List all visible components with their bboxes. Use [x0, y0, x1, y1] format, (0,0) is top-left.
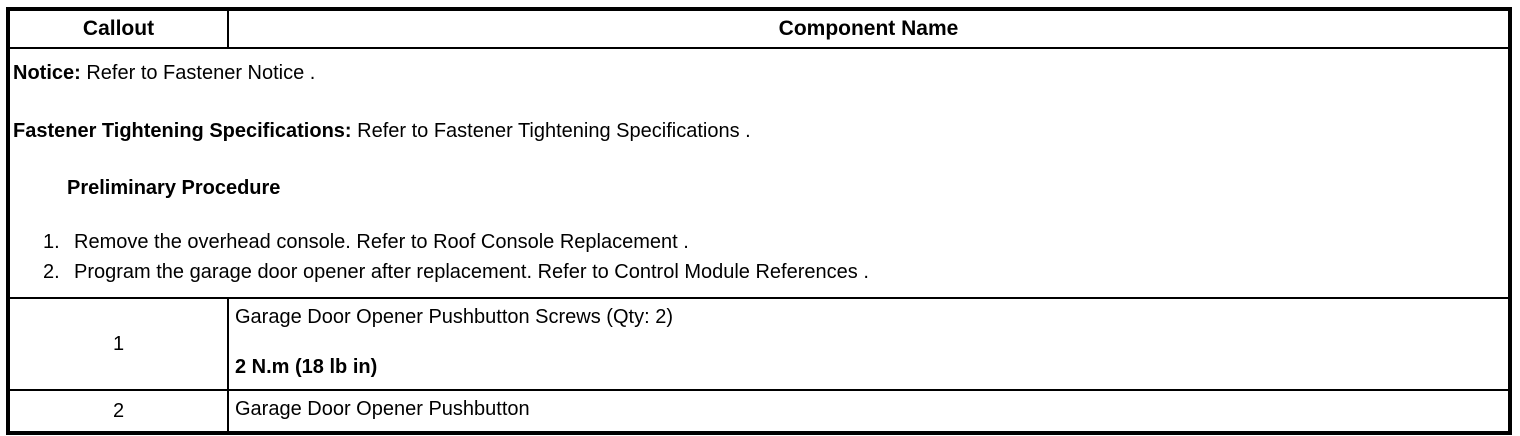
step-number: 1. — [43, 231, 60, 253]
preliminary-procedure-title: Preliminary Procedure — [67, 177, 281, 199]
table-header-row: Callout Component Name — [7, 8, 1511, 49]
component-name-cell: Garage Door Opener Pushbutton — [227, 389, 1511, 434]
torque-spec-text: 2 N.m (18 lb in) — [235, 356, 378, 378]
fastener-notice-note: Notice: Refer to Fastener Notice . — [13, 61, 1498, 85]
callout-cell: 1 — [7, 297, 229, 391]
component-name-cell: Garage Door Opener Pushbutton Screws (Qt… — [227, 297, 1511, 391]
component-name-text: Garage Door Opener Pushbutton — [235, 398, 530, 420]
notice-label: Notice: — [13, 62, 81, 84]
list-item: 1. Remove the overhead console. Refer to… — [43, 227, 1498, 257]
table-row: 1 Garage Door Opener Pushbutton Screws (… — [7, 297, 1511, 391]
notes-row: Notice: Refer to Fastener Notice . Faste… — [7, 47, 1511, 299]
notice-reference-text: Refer to Fastener Notice . — [86, 62, 316, 84]
step-text: Program the garage door opener after rep… — [74, 261, 869, 283]
callout-column-header: Callout — [7, 8, 229, 49]
fastener-tightening-label: Fastener Tightening Specifications: — [13, 120, 352, 142]
component-name-text: Garage Door Opener Pushbutton Screws (Qt… — [235, 306, 673, 328]
component-name-column-header: Component Name — [227, 8, 1511, 49]
preliminary-steps-list: 1. Remove the overhead console. Refer to… — [43, 227, 1498, 287]
callout-cell: 2 — [7, 389, 229, 434]
step-number: 2. — [43, 261, 60, 283]
list-item: 2. Program the garage door opener after … — [43, 257, 1498, 287]
component-callout-table: Callout Component Name Notice: Refer to … — [6, 7, 1512, 435]
fastener-tightening-reference-text: Refer to Fastener Tightening Specificati… — [357, 120, 751, 142]
notes-cell: Notice: Refer to Fastener Notice . Faste… — [7, 47, 1511, 299]
fastener-tightening-note: Fastener Tightening Specifications: Refe… — [13, 119, 1498, 143]
step-text: Remove the overhead console. Refer to Ro… — [74, 231, 689, 253]
table-row: 2 Garage Door Opener Pushbutton — [7, 389, 1511, 434]
